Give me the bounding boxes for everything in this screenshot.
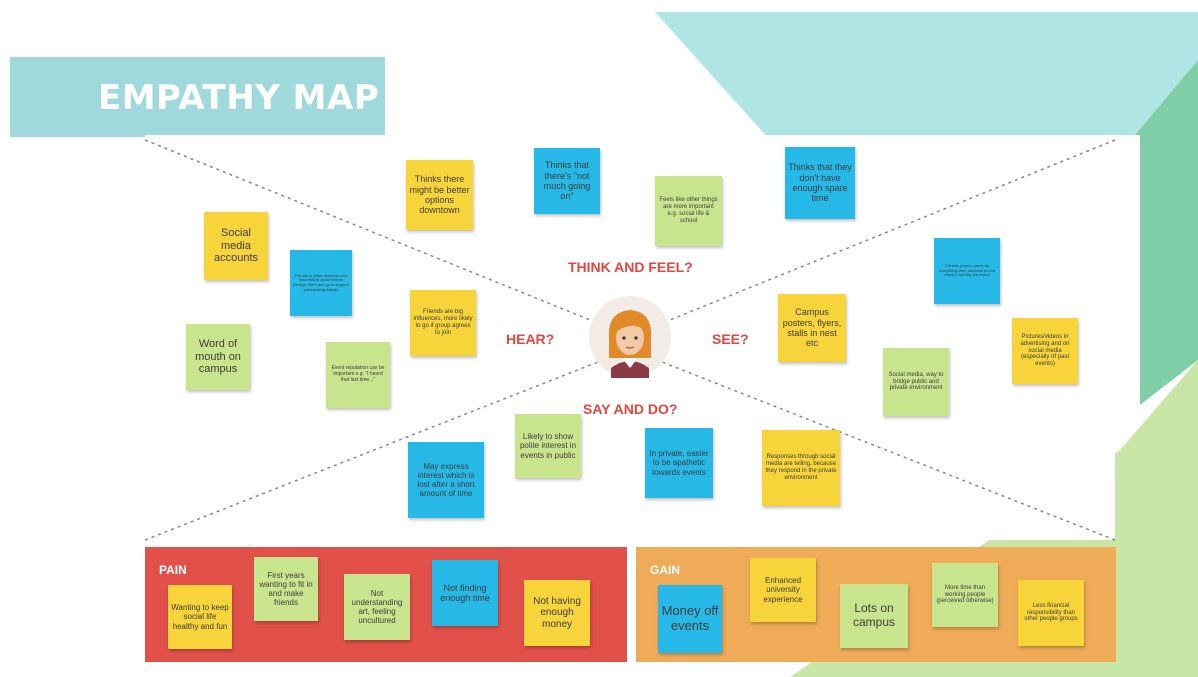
- note-social-media-bridge: Social media, way to bridge public and p…: [883, 348, 949, 416]
- say-and-do-label: SAY AND DO?: [583, 401, 678, 417]
- pain-note-not-enough-money: Not having enough money: [524, 580, 590, 646]
- note-campus-posters: Campus posters, flyers, stalls in nest e…: [778, 294, 846, 362]
- note-event-reputation: Event reputation can be important e.g. "…: [326, 342, 390, 408]
- note-generic-promo: Generic promo, same as everything else, …: [934, 238, 1000, 304]
- gain-note-money-off: Money off events: [658, 585, 722, 653]
- think-and-feel-label: THINK AND FEEL?: [568, 259, 693, 275]
- see-label: SEE?: [712, 331, 749, 347]
- page-title: EMPATHY MAP: [98, 78, 380, 118]
- note-social-media-accounts: Social media accounts: [204, 212, 268, 280]
- hear-label: HEAR?: [506, 331, 555, 347]
- note-responses-social: Responses through social media are telli…: [762, 430, 840, 506]
- note-friends-influences: Friends are big influences, more likely …: [410, 290, 476, 356]
- note-apathetic: In private, easier to be apathetic towar…: [645, 428, 713, 498]
- note-other-things-important: Feels like other things are more importa…: [655, 176, 722, 246]
- note-polite-interest: Likely to show polite interest in events…: [515, 414, 581, 478]
- note-not-much-going-on: Thinks that there's "not much going on": [534, 148, 600, 214]
- note-not-enough-time: Thinks that they don't have enough spare…: [785, 147, 855, 219]
- gain-note-university-experience: Enhanced university experience: [750, 558, 816, 622]
- note-better-options: Thinks there might be better options dow…: [406, 160, 473, 230]
- woman-avatar-icon: [589, 296, 671, 378]
- gain-note-more-time: More time than working people (perceived…: [932, 563, 998, 627]
- note-word-of-mouth: Word of mouth on campus: [186, 324, 250, 390]
- pain-note-social-life: Wanting to keep social life healthy and …: [168, 585, 232, 649]
- note-friends-students: Friends or other students who have talke…: [290, 250, 352, 316]
- gain-title: GAIN: [650, 563, 680, 577]
- note-pictures-videos: Pictures/videos in advertising and on so…: [1012, 318, 1078, 384]
- title-band: [10, 57, 385, 137]
- note-lost-interest: May express interest which is lost after…: [408, 442, 484, 518]
- pain-note-fit-in: First years wanting to fit in and make f…: [254, 557, 318, 621]
- pain-note-not-understanding-art: Not understanding art, feeling unculture…: [344, 574, 410, 640]
- pain-title: PAIN: [159, 563, 187, 577]
- gain-note-lots-on-campus: Lots on campus: [840, 584, 908, 648]
- pain-note-not-enough-time: Not finding enough time: [432, 560, 498, 626]
- gain-note-less-financial: Less financial responsibility than other…: [1018, 580, 1084, 646]
